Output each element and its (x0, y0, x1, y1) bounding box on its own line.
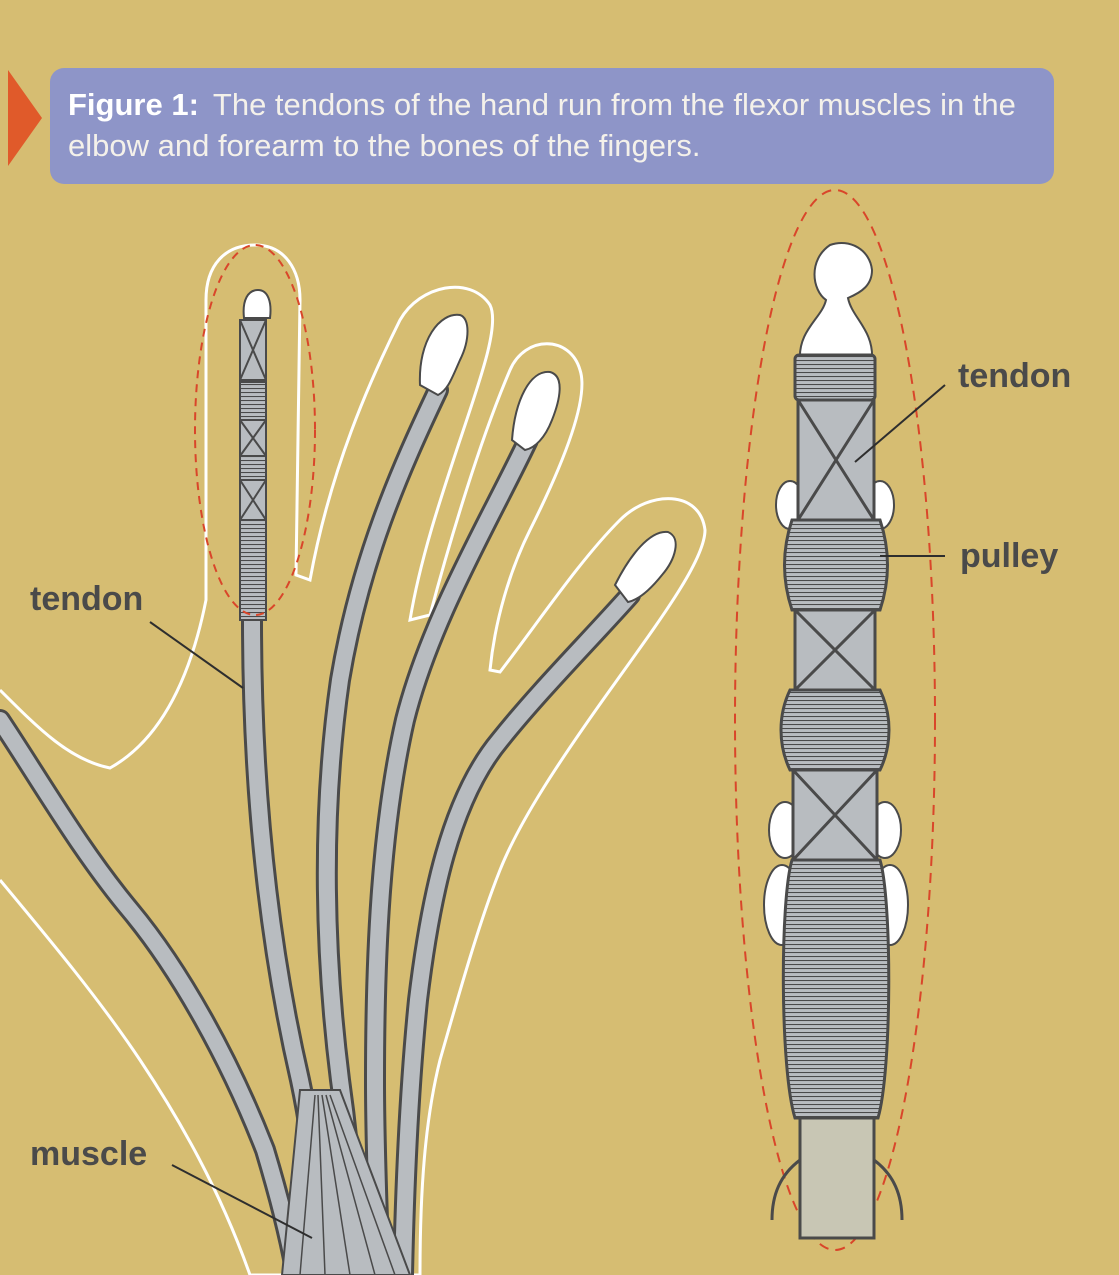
caption-label: Figure 1: (68, 87, 199, 122)
tendon-index-finger (392, 584, 641, 1275)
label-hand-tendon: tendon (30, 580, 144, 618)
caption-text: The tendons of the hand run from the fle… (68, 87, 1016, 163)
fingertip-index (613, 530, 677, 604)
detail-highlight-small (194, 244, 316, 616)
finger-detail (734, 189, 936, 1251)
fingertip-little (242, 288, 272, 319)
label-hand-muscle: muscle (30, 1135, 148, 1173)
label-finger-tendon: tendon (958, 357, 1072, 395)
caption-marker-icon (8, 70, 42, 166)
figure-caption: Figure 1:The tendons of the hand run fro… (50, 68, 1054, 184)
hand-tendons (0, 319, 641, 1275)
pulley-b (779, 688, 891, 772)
hand-outline (0, 243, 707, 1275)
hand-finger-detail (239, 319, 267, 621)
pulley-a (783, 518, 889, 612)
fingertip-ring (418, 313, 469, 397)
label-finger-pulley: pulley (960, 537, 1059, 575)
detail-highlight-large (734, 189, 936, 1251)
pulley-c (781, 858, 891, 1120)
fingertip-large (798, 242, 874, 361)
fingertip-middle (510, 370, 561, 452)
